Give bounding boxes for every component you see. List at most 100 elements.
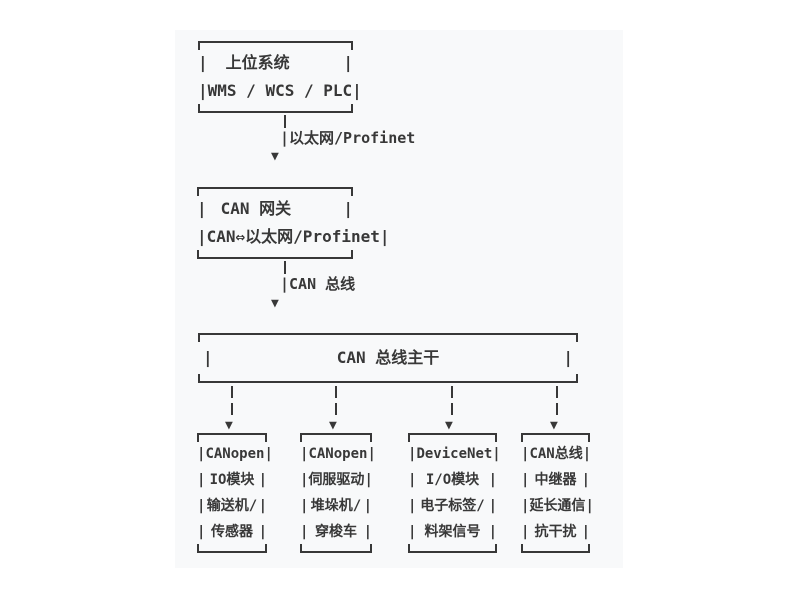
pipe-glyph: |: [364, 472, 373, 488]
pipe-glyph: |: [343, 199, 353, 218]
branch-device: 中继器: [534, 472, 577, 488]
node-rows: | CANopen | | IO模块 | | 输送机/ | | 传感器 |: [197, 441, 273, 545]
node-row: | CANopen |: [197, 446, 273, 462]
node-row: | DeviceNet |: [408, 446, 501, 462]
node-subtitle: CAN⇔以太网/Profinet: [206, 227, 380, 246]
pipe-glyph: |: [363, 524, 372, 540]
node-rows: | CANopen | | 伺服驱动 | | 堆垛机/ | | 穿梭车 |: [300, 441, 376, 545]
node-row: | 中继器 |: [521, 473, 590, 487]
node-rows: | DeviceNet | | I/O模块 | | 电子标签/ | | 料架信号…: [408, 441, 501, 545]
box-border-top: [408, 433, 497, 442]
pipe-glyph: |: [197, 472, 206, 488]
connector-dash: [231, 403, 233, 415]
branch-line: 堆垛机/: [310, 498, 362, 514]
pipe-glyph: |: [488, 524, 497, 540]
pipe-glyph: |: [379, 227, 390, 246]
pipe-glyph: |: [198, 53, 208, 72]
pipe-glyph: |: [203, 348, 213, 367]
box-border-bottom: [198, 104, 353, 113]
node-branch-can-repeater: | CAN总线 | | 中继器 | | 延长通信 | | 抗干扰 |: [521, 433, 594, 553]
pipe-glyph: |: [488, 498, 497, 514]
node-title-row: | CAN 网关 |: [197, 201, 353, 217]
pipe-glyph: |: [521, 446, 530, 462]
box-border-top: [198, 41, 353, 50]
box-border-bottom: [300, 544, 372, 553]
branch-line: 穿梭车: [315, 524, 357, 540]
node-branch-canopen-servo: | CANopen | | 伺服驱动 | | 堆垛机/ | | 穿梭车 |: [300, 433, 376, 553]
box-border-bottom: [197, 250, 353, 259]
node-branch-devicenet-io: | DeviceNet | | I/O模块 | | 电子标签/ | | 料架信号…: [408, 433, 501, 553]
branch-protocol: DeviceNet: [416, 446, 493, 462]
pipe-glyph: |: [367, 446, 376, 462]
connector-dash: [335, 386, 337, 398]
down-arrow-icon: ▼: [271, 149, 279, 164]
pipe-glyph: |: [585, 498, 594, 514]
branch-protocol: CAN总线: [529, 446, 583, 462]
branch-line: 抗干扰: [534, 524, 577, 540]
node-row: | 伺服驱动 |: [300, 472, 373, 488]
down-arrow-icon: ▼: [329, 418, 337, 433]
node-subtitle-row: | WMS / WCS / PLC |: [198, 83, 362, 99]
connector-dash: [231, 386, 233, 398]
node-row: | CANopen |: [300, 446, 376, 462]
box-border-bottom: [197, 544, 267, 553]
branch-line: 延长通信: [529, 498, 586, 514]
node-title: CAN 总线主干: [336, 348, 440, 367]
connector-dash: [556, 386, 558, 398]
connector-dash: [451, 403, 453, 415]
pipe-glyph: |: [408, 498, 417, 514]
pipe-glyph: |: [521, 472, 530, 488]
connector-dash: [284, 261, 286, 274]
node-row: | CAN总线 |: [521, 446, 592, 462]
box-border-top: [521, 433, 590, 442]
branch-line: 电子标签/: [420, 498, 485, 514]
pipe-glyph: |: [197, 227, 207, 246]
pipe-glyph: |: [408, 446, 417, 462]
node-row: | 延长通信 |: [521, 498, 594, 514]
connector-dash: [335, 403, 337, 415]
node-title: CAN 网关: [220, 199, 292, 218]
pipe-glyph: |: [581, 472, 590, 488]
pipe-glyph: |: [521, 524, 530, 540]
branch-line: 输送机/: [206, 498, 258, 514]
branch-protocol: CANopen: [205, 446, 265, 462]
pipe-glyph: |: [563, 348, 573, 367]
pipe-glyph: |: [408, 524, 417, 540]
connector-dash: [451, 386, 453, 398]
box-border-top: [300, 433, 372, 442]
pipe-glyph: |: [582, 446, 592, 462]
node-rows: | CAN总线 | | 中继器 | | 延长通信 | | 抗干扰 |: [521, 441, 594, 545]
pipe-glyph: |: [197, 524, 206, 540]
node-row: | IO模块 |: [197, 473, 267, 487]
pipe-glyph: |: [408, 472, 417, 488]
pipe-glyph: |: [352, 81, 362, 100]
connector-dash: [284, 115, 286, 128]
node-title: 上位系统: [225, 53, 290, 72]
pipe-glyph: |: [581, 524, 590, 540]
pipe-glyph: |: [492, 446, 501, 462]
node-rows: | 上位系统 | | WMS / WCS / PLC |: [198, 49, 362, 105]
box-border-top: [197, 187, 353, 196]
down-arrow-icon: ▼: [225, 418, 233, 433]
node-row: | I/O模块 |: [408, 473, 497, 487]
branch-line: 传感器: [211, 524, 253, 540]
pipe-glyph: |: [258, 524, 267, 540]
pipe-glyph: |: [300, 524, 309, 540]
diagram-panel: [175, 30, 623, 568]
branch-protocol: CANopen: [308, 446, 368, 462]
down-arrow-icon: ▼: [445, 418, 453, 433]
pipe-glyph: |: [521, 498, 530, 514]
branch-device: IO模块: [209, 472, 255, 488]
connector-dash: [556, 403, 558, 415]
box-border-top: [198, 333, 578, 342]
box-border-bottom: [198, 374, 578, 383]
node-rows: | CAN 网关 | | CAN⇔以太网/Profinet |: [197, 195, 390, 251]
node-subtitle-row: | CAN⇔以太网/Profinet |: [197, 227, 390, 246]
pipe-glyph: |: [343, 53, 353, 72]
pipe-glyph: |: [258, 472, 267, 488]
node-title-row: | 上位系统 |: [198, 55, 353, 71]
pipe-glyph: |: [197, 199, 207, 218]
node-row: | 堆垛机/ |: [300, 499, 372, 513]
node-branch-canopen-io: | CANopen | | IO模块 | | 输送机/ | | 传感器 |: [197, 433, 273, 553]
